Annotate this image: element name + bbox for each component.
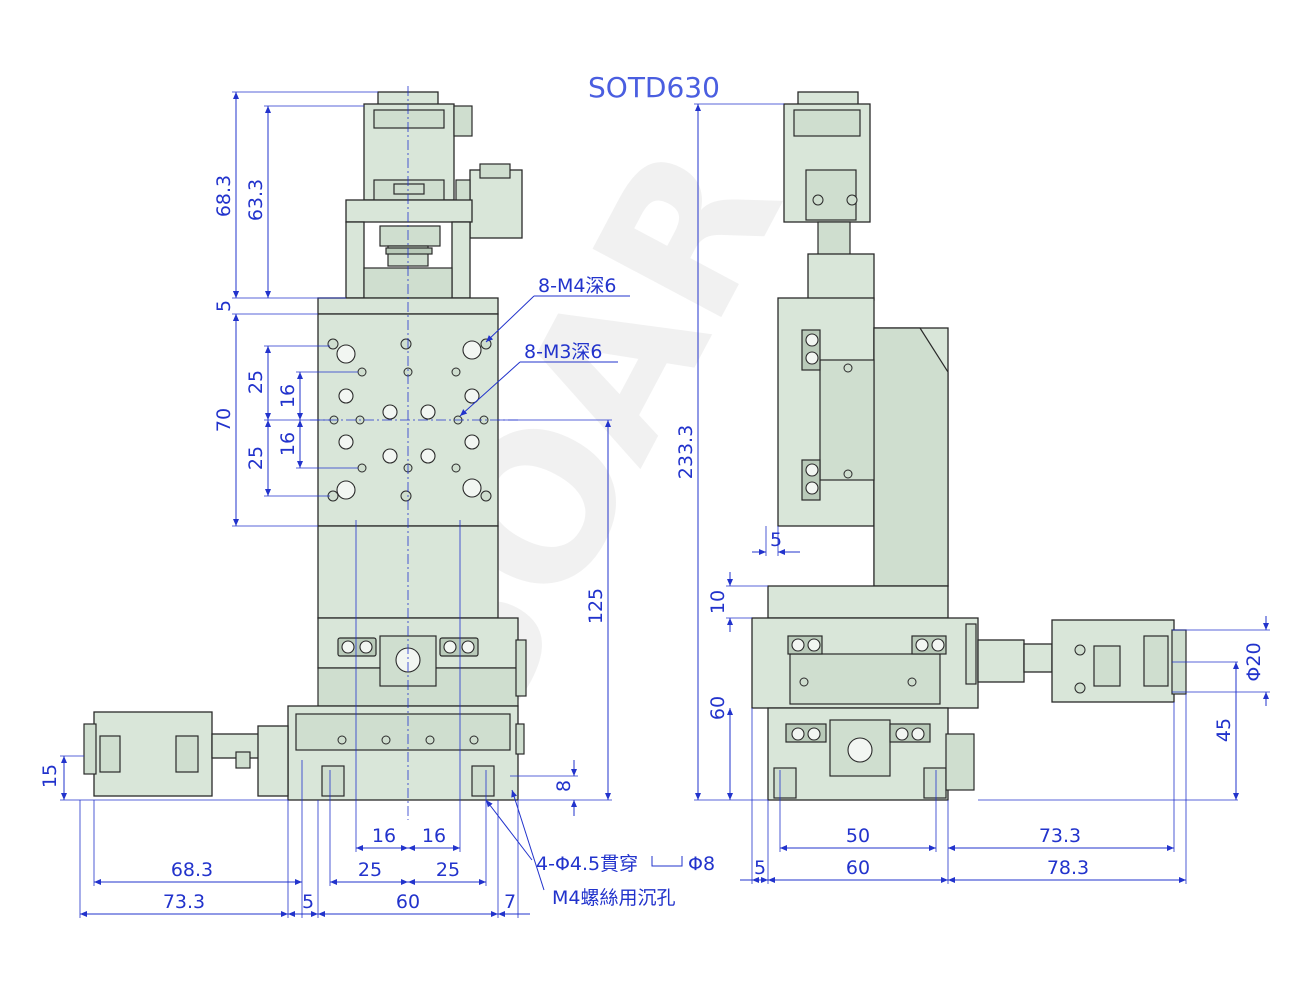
dim-60-horizontal: 60 [396, 891, 420, 913]
dim-16-lower: 16 [277, 432, 299, 456]
side-dimensions: 233.3 5 10 60 Φ20 45 50 73.3 5 60 78.3 [675, 103, 1270, 884]
front-view [83, 91, 527, 801]
dim-25-upper: 25 [245, 370, 267, 394]
dim-25-right: 25 [436, 859, 460, 881]
dim-60-side: 60 [846, 857, 870, 879]
drawing-title: SOTD630 [588, 71, 720, 104]
dim-68.3-horizontal: 68.3 [171, 859, 213, 881]
callout-m4-tapped: 8-M4深6 [538, 275, 617, 297]
dim-15: 15 [39, 764, 61, 788]
dim-73.3-horizontal: 73.3 [163, 891, 205, 913]
dim-25-left: 25 [358, 859, 382, 881]
dim-7: 7 [504, 891, 516, 913]
dim-125: 125 [585, 588, 607, 624]
dim-25-lower: 25 [245, 446, 267, 470]
dim-60-vertical: 60 [707, 696, 729, 720]
dim-78.3: 78.3 [1047, 857, 1089, 879]
dim-16-upper: 16 [277, 384, 299, 408]
dim-63.3-vertical: 63.3 [245, 179, 267, 221]
dim-10: 10 [707, 590, 729, 614]
dim-50: 50 [846, 825, 870, 847]
callout-m3-tapped: 8-M3深6 [524, 341, 603, 363]
callout-through-hole: 4-Φ4.5貫穿 [536, 853, 638, 875]
dim-8: 8 [553, 780, 575, 792]
dim-68.3-vertical: 68.3 [213, 175, 235, 217]
front-dimensions: 68.3 63.3 5 70 25 16 16 25 125 15 8 16 [39, 86, 715, 918]
dim-5-horizontal: 5 [302, 891, 314, 913]
dim-5-side-bottom: 5 [754, 857, 766, 879]
side-view [751, 91, 1187, 801]
callout-counterbore-diameter: Φ8 [688, 853, 715, 875]
dim-16-right: 16 [422, 825, 446, 847]
dim-73.3-side: 73.3 [1039, 825, 1081, 847]
dim-phi20: Φ20 [1243, 642, 1265, 681]
callout-counterbore-note: M4螺絲用沉孔 [552, 887, 675, 909]
dim-5-vertical: 5 [213, 300, 235, 312]
dim-70: 70 [213, 408, 235, 432]
dim-233.3: 233.3 [675, 425, 697, 479]
dim-5-side: 5 [770, 529, 782, 551]
dim-16-left: 16 [372, 825, 396, 847]
dim-45: 45 [1213, 718, 1235, 742]
